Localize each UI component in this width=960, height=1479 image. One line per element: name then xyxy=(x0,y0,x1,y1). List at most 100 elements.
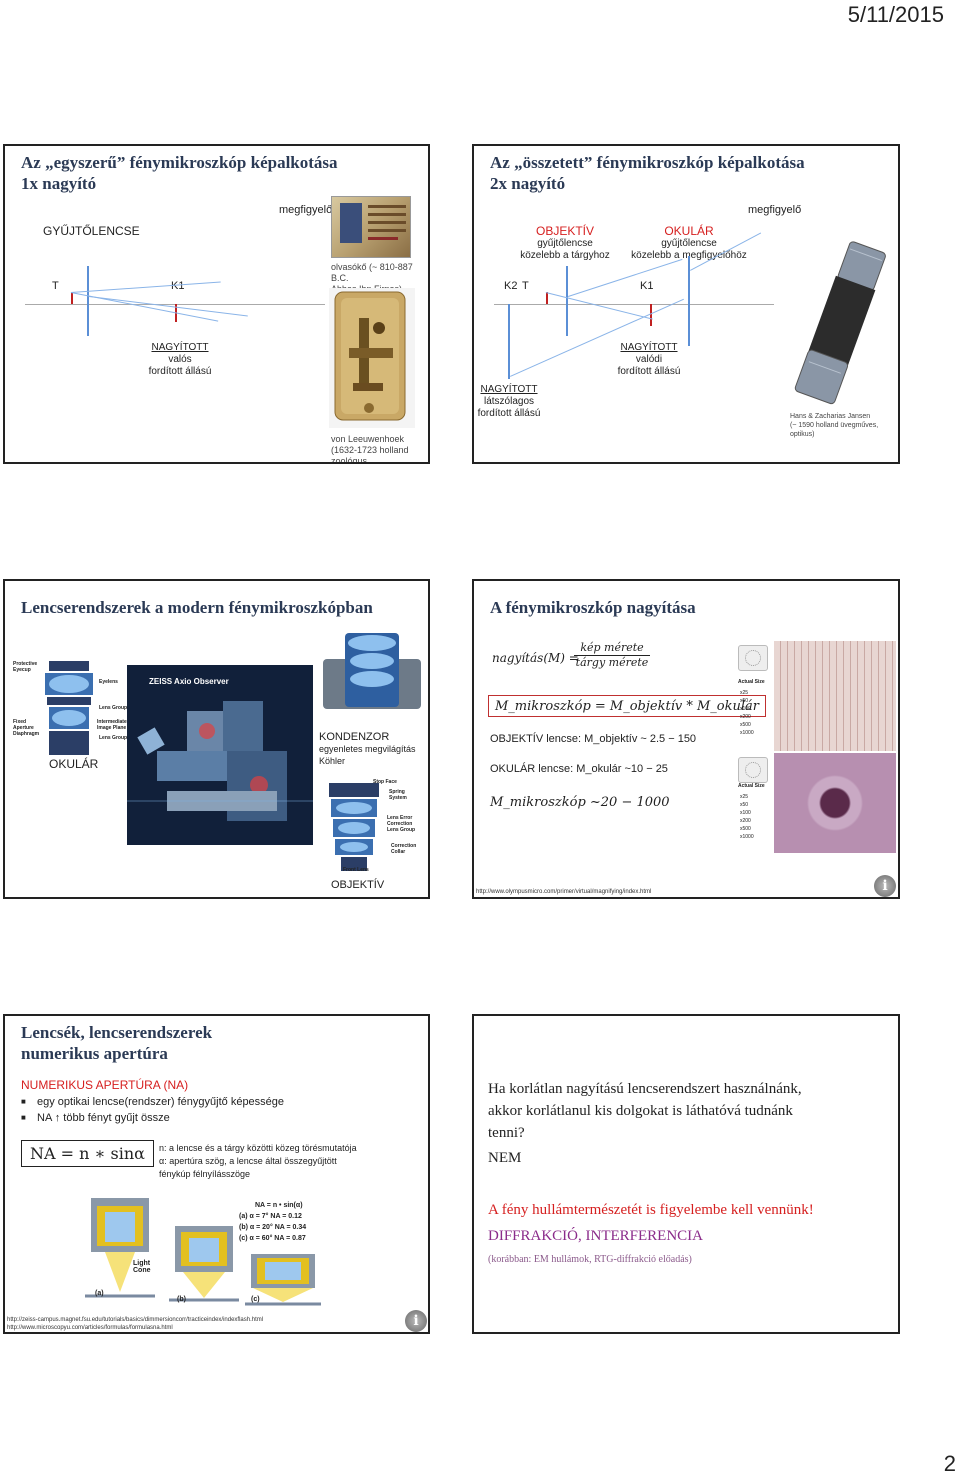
magnified-sample-top: Actual Size x25 x50 x100 x200 x500 x1000 xyxy=(738,641,898,753)
okular-line3: közelebb a megfigyelőhöz xyxy=(631,250,747,261)
label-megfigyelo: megfigyelő xyxy=(279,204,333,216)
ray-1 xyxy=(545,292,653,320)
page-number: 2 xyxy=(943,1451,956,1476)
diffraction-text: DIFFRAKCIÓ, INTERFERENCIA xyxy=(488,1228,704,1244)
panel-label-c: (c) xyxy=(251,1296,260,1303)
title-line-1: Az „egyszerű” fénymikroszkóp képalkotása xyxy=(21,153,338,172)
label-megfigyelo: megfigyelő xyxy=(748,204,802,216)
zoom-bottom-3[interactable]: x200 xyxy=(740,818,751,824)
kondenzor-text: KONDENZOR egyenletes megvilágítás Köhler xyxy=(319,731,416,767)
nagyitott-line3: fordított állású xyxy=(148,366,212,377)
kondenzor-title: KONDENZOR xyxy=(319,731,390,743)
nagyitott-latszo-title: NAGYÍTOTT xyxy=(480,384,538,395)
kondenzor-line2: egyenletes megvilágítás xyxy=(319,744,416,754)
nagyitott-valodi-line3: fordított állású xyxy=(617,366,681,377)
aperture-diagram-a: Light Cone (a) xyxy=(85,1196,155,1306)
ray-3 xyxy=(88,296,248,317)
zoom-bottom-5[interactable]: x1000 xyxy=(740,834,754,840)
lens xyxy=(87,266,89,336)
label-K2: K2 xyxy=(504,280,518,292)
aperture-diagram-b: (b) xyxy=(169,1224,239,1308)
na-table-row-1: (b) α = 20° NA = 0.34 xyxy=(239,1224,307,1231)
objective-diagram: Stop Face Spring System Lens Error Corre… xyxy=(317,779,425,875)
eyepiece-label-2: Lens Group xyxy=(99,705,128,711)
eyepiece-diagram: Protective Eyecup Eyelens Lens Group Fix… xyxy=(13,657,133,759)
zoom-top-4[interactable]: x500 xyxy=(740,722,751,728)
info-icon[interactable]: i xyxy=(874,875,896,897)
na-formula: NA = n ∗ sinα xyxy=(21,1140,154,1167)
zoom-top-0[interactable]: x25 xyxy=(740,690,749,696)
objective-label-4: Front Lens xyxy=(343,867,369,873)
label-T: T xyxy=(522,280,529,292)
zoom-bottom-4[interactable]: x500 xyxy=(740,826,751,832)
wave-nature-statement: A fény hullámtermészetét is figyelembe k… xyxy=(488,1202,814,1218)
objektiv-line2: gyűjtőlencse xyxy=(537,238,593,249)
leeuwenhoek-caption: von Leeuwenhoek (1632-1723 holland zooló… xyxy=(331,434,428,462)
jansen-line1: Hans & Zacharias Jansen xyxy=(790,413,871,420)
leeuwenhoek-microscope-image xyxy=(329,288,415,428)
desc-line3: fénykúp félnyílásszöge xyxy=(159,1169,251,1179)
virtual-image-arrow xyxy=(508,304,510,379)
eyepiece-label-5: Lens Group xyxy=(99,735,128,741)
desc-line1: n: a lencse és a tárgy közötti közeg tör… xyxy=(159,1143,357,1153)
source-url-1[interactable]: http://zeiss-campus.magnet.fsu.edu/tutor… xyxy=(7,1317,264,1323)
nagyitott-valodi-text: NAGYÍTOTT valódi fordított állású xyxy=(594,342,704,378)
formula-denominator: tárgy mérete xyxy=(575,656,649,669)
jansen-microscope-image xyxy=(790,240,890,406)
eyepiece-lens xyxy=(688,256,690,346)
source-url-2[interactable]: http://www.microscopyu.com/articles/form… xyxy=(7,1325,173,1331)
real-image-arrow xyxy=(650,304,652,326)
objektiv-label: OBJEKTÍV xyxy=(331,879,385,891)
na-heading: NUMERIKUS APERTÚRA (NA) xyxy=(21,1078,189,1092)
objektiv-line3: közelebb a tárgyhoz xyxy=(520,250,610,261)
objective-label-3: Correction Collar xyxy=(391,843,417,855)
formula-fraction: kép mérete tárgy mérete xyxy=(574,641,650,669)
slide-compound-microscope: Az „összetett” fénymikroszkóp képalkotás… xyxy=(472,144,900,464)
jansen-caption: Hans & Zacharias Jansen (~ 1590 holland … xyxy=(790,412,878,439)
okular-line: OKULÁR lencse: M_okulár ~10 − 25 xyxy=(490,763,668,775)
slide-modern-lens-systems: Lencserendszerek a modern fénymikroszkóp… xyxy=(3,579,430,899)
zoom-options-bottom: x25 x50 x100 x200 x500 x1000 xyxy=(740,793,754,841)
zoom-top-3[interactable]: x200 xyxy=(740,714,751,720)
objektiv-line: OBJEKTÍV lencse: M_objektív ~ 2.5 − 150 xyxy=(490,733,697,745)
objective-label-0: Stop Face xyxy=(373,779,397,785)
title-line-2: numerikus apertúra xyxy=(21,1044,168,1063)
slide-title: A fénymikroszkóp nagyítása xyxy=(490,598,696,617)
aperture-diagram-c: (c) xyxy=(245,1252,321,1308)
title-line-1: Lencsék, lencserendszerek xyxy=(21,1023,213,1042)
objective-label-1: Spring System xyxy=(389,789,407,801)
zoom-top-2[interactable]: x100 xyxy=(740,706,751,712)
na-table-title: NA = n • sin(α) xyxy=(255,1202,303,1209)
nagyitott-valodi-title: NAGYÍTOTT xyxy=(620,342,678,353)
bullet-1: egy optikai lencse(rendszer) fénygyűjtő … xyxy=(21,1094,284,1110)
slide-diffraction-limit: Ha korlátlan nagyítású lencserendszert h… xyxy=(472,1014,900,1334)
leeuwenhoek-line1: von Leeuwenhoek xyxy=(331,434,405,444)
zoom-top-5[interactable]: x1000 xyxy=(740,730,754,736)
nagyitott-line2: valós xyxy=(168,354,192,365)
eyepiece-label-0: Protective Eyecup xyxy=(13,661,38,673)
zeiss-microscope-diagram: ZEISS Axio Observer xyxy=(127,665,313,845)
jansen-line3: optikus) xyxy=(790,431,815,438)
zoom-top-1[interactable]: x50 xyxy=(740,698,749,704)
eyepiece-label-4: Intermediate Image Plane xyxy=(97,719,127,731)
question-line3: tenni? xyxy=(488,1125,525,1141)
okular-line2: gyűjtőlencse xyxy=(661,238,717,249)
olvasoko-line1: olvasókő (~ 810-887 B.C. xyxy=(331,262,413,283)
slide-title: Az „egyszerű” fénymikroszkóp képalkotása… xyxy=(21,152,338,194)
zoom-bottom-0[interactable]: x25 xyxy=(740,794,749,800)
panel-label-b: (b) xyxy=(177,1296,186,1303)
zoom-bottom-1[interactable]: x50 xyxy=(740,802,749,808)
label-T: T xyxy=(52,280,59,292)
mikroszkop-line: M_mikroszkóp ~20 − 1000 xyxy=(490,795,670,810)
source-url[interactable]: http://www.olympusmicro.com/primer/virtu… xyxy=(476,889,652,895)
info-icon[interactable]: i xyxy=(405,1310,427,1332)
magnified-sample-bottom: Actual Size x25 x50 x100 x200 x500 x1000 xyxy=(738,753,898,865)
question-text: Ha korlátlan nagyítású lencserendszert h… xyxy=(488,1078,802,1144)
question-line2: akkor korlátlanul kis dolgokat is láthat… xyxy=(488,1103,793,1119)
nagyitott-latszo-text: NAGYÍTOTT látszólagos fordított állású xyxy=(474,384,544,420)
zoom-bottom-2[interactable]: x100 xyxy=(740,810,751,816)
nagyitott-title: NAGYÍTOTT xyxy=(151,342,209,353)
title-line-2: 1x nagyító xyxy=(21,174,97,193)
label-K1: K1 xyxy=(171,280,185,292)
zoom-options-top: x25 x50 x100 x200 x500 x1000 xyxy=(740,689,754,737)
